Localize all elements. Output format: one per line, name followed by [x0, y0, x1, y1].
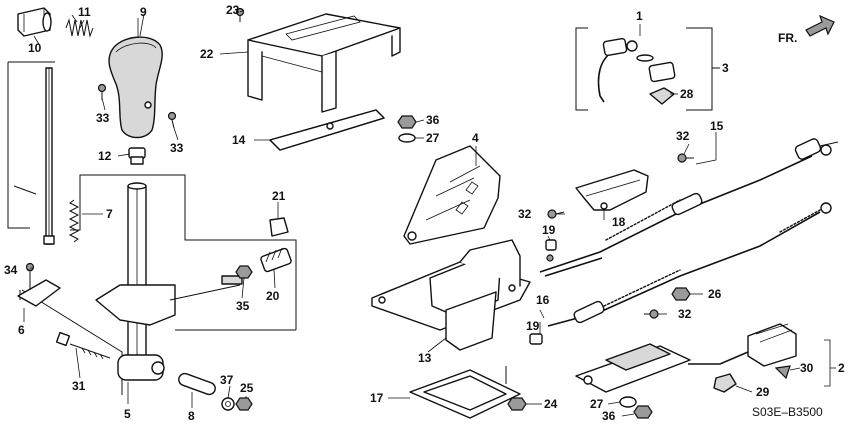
part-25-nut	[235, 397, 253, 411]
callout-6: 6	[18, 323, 25, 337]
part-10-knob-button	[17, 7, 52, 37]
part-24-nut	[507, 397, 527, 411]
part-12-bolt	[128, 147, 146, 165]
callout-12: 12	[98, 149, 112, 163]
callout-34: 34	[4, 263, 18, 277]
callout-4: 4	[472, 131, 479, 145]
part-8-pin	[178, 372, 216, 396]
part-27-washer-upper	[398, 133, 416, 143]
callout-29: 29	[756, 385, 770, 399]
part-21-clip	[269, 217, 289, 237]
part-37-washer	[221, 397, 235, 411]
callout-7: 7	[106, 207, 113, 221]
callout-32-top: 32	[676, 129, 690, 143]
part-19-bushing-upper	[545, 239, 557, 262]
callout-23: 23	[226, 3, 240, 17]
part-6-bracket	[17, 264, 61, 307]
part-11-spring	[65, 14, 94, 38]
part-16-select-cable	[547, 202, 832, 327]
part-17-gasket	[409, 366, 521, 419]
callout-32-lower: 32	[678, 307, 692, 321]
part-29-clip	[713, 373, 737, 393]
callout-1: 1	[636, 9, 643, 23]
part-26-nut	[671, 287, 691, 301]
shift-rod	[13, 67, 55, 245]
callout-10: 10	[28, 41, 42, 55]
part-36-nut-upper	[397, 115, 417, 129]
callout-16: 16	[536, 293, 550, 307]
callout-11: 11	[78, 5, 91, 19]
callout-37: 37	[220, 373, 234, 387]
callout-9: 9	[140, 5, 147, 19]
part-13-bracket-base	[371, 239, 531, 351]
part-32-bolt-c	[644, 309, 659, 319]
callout-35: 35	[236, 299, 250, 313]
callout-30: 30	[800, 361, 814, 375]
callout-36-upper: 36	[426, 113, 440, 127]
part-19-bushing-lower	[529, 333, 543, 345]
callout-21: 21	[272, 189, 286, 203]
callout-14: 14	[232, 133, 246, 147]
part-30-clip	[774, 365, 791, 380]
part-4-gate	[403, 145, 501, 245]
callout-31: 31	[72, 379, 86, 393]
part-27-washer-lower	[619, 396, 637, 408]
part-36-nut-lower	[633, 405, 653, 419]
part-3-harness	[597, 37, 676, 105]
callout-24: 24	[544, 397, 558, 411]
part-33-screw-left	[97, 83, 107, 100]
callout-3: 3	[722, 61, 729, 75]
callout-28: 28	[680, 87, 694, 101]
callout-32-left: 32	[518, 207, 532, 221]
part-18-cable-bracket	[575, 169, 649, 211]
part-2-interlock-unit	[575, 323, 797, 393]
callout-22: 22	[200, 47, 214, 61]
callout-13: 13	[418, 351, 432, 365]
callout-8: 8	[188, 409, 195, 423]
part-5-select-lever	[95, 182, 243, 381]
part-32-bolt-a	[677, 153, 694, 163]
callout-33-right: 33	[170, 141, 184, 155]
part-35-nut	[235, 265, 253, 279]
part-31-bolt	[55, 331, 111, 360]
callout-2: 2	[838, 361, 845, 375]
part-34-bolt	[25, 262, 35, 272]
part-9-shift-knob	[108, 18, 163, 139]
callout-19-upper: 19	[542, 223, 556, 237]
callout-33-left: 33	[96, 111, 110, 125]
part-33-screw-right	[167, 111, 177, 129]
part-3-harness-outline	[575, 27, 720, 111]
callout-5: 5	[124, 407, 131, 421]
part-7-spring	[68, 199, 80, 243]
callout-36-lower: 36	[602, 409, 616, 423]
front-direction-arrow	[805, 14, 835, 37]
callout-19-lower: 19	[526, 319, 540, 333]
callout-27-lower: 27	[590, 397, 604, 411]
callout-25: 25	[240, 381, 254, 395]
part-15-shift-cable	[539, 138, 839, 277]
part-20-collar	[260, 247, 292, 273]
callout-26: 26	[708, 287, 722, 301]
callout-18: 18	[612, 215, 626, 229]
callout-20: 20	[266, 289, 280, 303]
callout-27-upper: 27	[426, 131, 440, 145]
callout-15: 15	[710, 119, 724, 133]
part-22-indicator-panel	[247, 13, 401, 113]
callout-17: 17	[370, 391, 384, 405]
front-direction-label: FR.	[778, 31, 797, 45]
callout-labels: 10 11 9 23 22 33 33 14 12 7 21 34 35 20 …	[4, 3, 845, 423]
leader-lines	[23, 9, 836, 417]
diagram-part-code: S03E–B3500	[752, 405, 823, 419]
part-14-plate	[269, 109, 385, 151]
